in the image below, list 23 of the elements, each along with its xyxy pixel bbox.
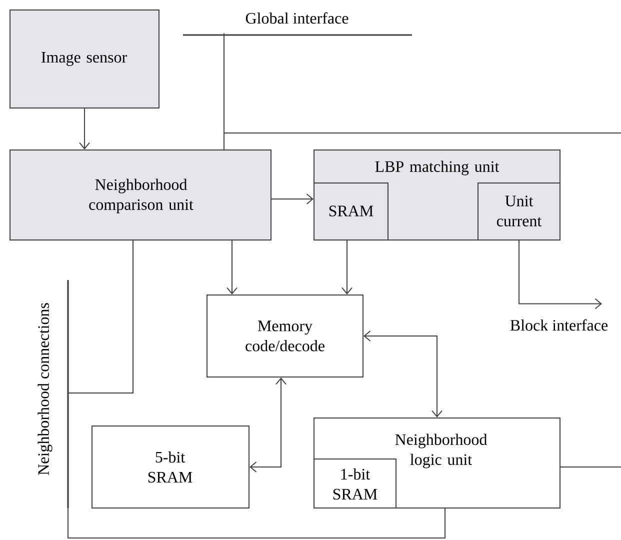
- block-label: 1-bit SRAM: [333, 468, 378, 500]
- block-label: SRAM: [329, 206, 374, 216]
- block-label: Neighborhood comparison unit: [89, 178, 194, 214]
- block-label: 5-bit SRAM: [148, 451, 192, 483]
- text-label: Global interface: [246, 12, 348, 24]
- block-label: Unit current: [496, 196, 542, 226]
- text-label: Neighborhood connections: [38, 303, 52, 475]
- block-label: Image sensor: [42, 52, 127, 66]
- arrow: [342, 240, 352, 294]
- block-label: Memory code/decode: [246, 320, 324, 352]
- connector-line: [68, 508, 446, 538]
- arrow: [250, 378, 286, 472]
- arrow: [271, 194, 314, 204]
- arrow: [79, 108, 90, 150]
- block-label: LBP matching unit: [375, 160, 500, 176]
- arrow: [364, 330, 442, 418]
- connector-line: [224, 132, 621, 150]
- connector-line: [560, 466, 621, 468]
- block-label: Neighborhood logic unit: [395, 434, 488, 468]
- connector-line: [68, 240, 134, 394]
- arrow: [518, 240, 602, 310]
- text-label: Block interface: [510, 319, 608, 331]
- arrow: [226, 240, 238, 294]
